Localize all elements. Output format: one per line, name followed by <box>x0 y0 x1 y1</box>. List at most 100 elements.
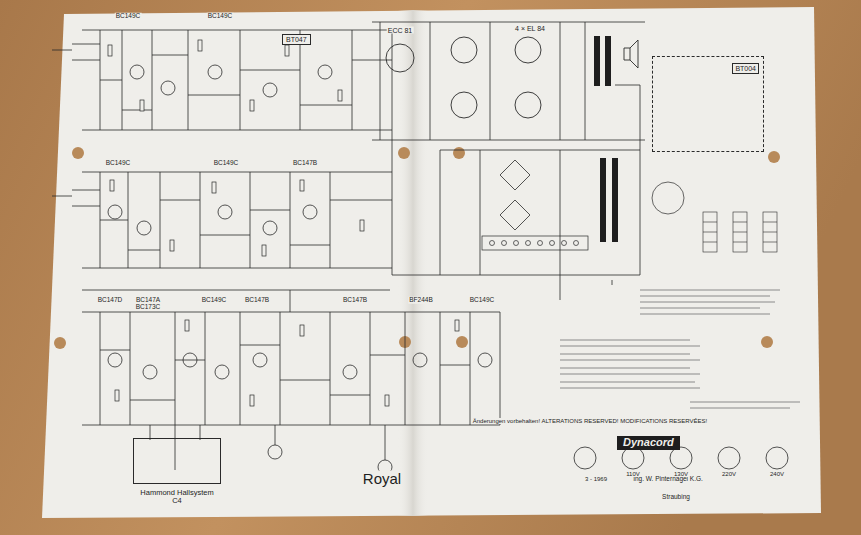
punch-hole <box>761 336 773 348</box>
transistor-symbol <box>253 353 267 367</box>
note-lines <box>640 290 780 314</box>
resistor-symbol <box>385 395 389 406</box>
resistor-symbol <box>198 40 202 51</box>
resistor-symbol <box>170 240 174 251</box>
transistor-symbol <box>183 353 197 367</box>
punch-hole <box>54 337 66 349</box>
terminal-strip <box>514 241 519 246</box>
transistor-symbol <box>130 65 144 79</box>
punch-hole <box>456 336 468 348</box>
resistor-symbol <box>110 180 114 191</box>
part-label: BC149C <box>201 297 228 304</box>
part-label: BC149C <box>213 160 240 167</box>
part-label: BC149C <box>469 297 496 304</box>
transistor-symbol <box>263 221 277 235</box>
punch-hole <box>54 147 780 349</box>
terminal-strip <box>562 241 567 246</box>
tube-symbol <box>515 37 541 63</box>
wire-line <box>72 22 645 470</box>
voltage-selector <box>574 447 596 469</box>
transistor-symbol <box>215 365 229 379</box>
wire-line <box>392 150 640 275</box>
terminal-strip <box>652 182 684 214</box>
bridge-grid <box>703 212 777 252</box>
transistor-symbol <box>108 65 492 379</box>
resistor-symbol <box>455 320 459 331</box>
transistor-symbol <box>343 365 357 379</box>
tube-symbol <box>451 92 477 118</box>
part-label: BF244B <box>408 297 434 304</box>
bridge-grid <box>703 222 777 242</box>
tube-symbol <box>515 92 541 118</box>
resistor-symbol <box>262 245 266 256</box>
voltage-label: 220V <box>721 471 737 477</box>
transistor-symbol <box>143 365 157 379</box>
part-label: BC147D <box>97 297 124 304</box>
part-label: Straubing <box>661 494 691 501</box>
punch-hole <box>398 147 410 159</box>
transistor-symbol <box>318 65 332 79</box>
note-lines <box>560 340 800 408</box>
resistor-symbol <box>185 320 189 331</box>
transistor-symbol <box>303 205 317 219</box>
transformer-symbol <box>600 158 606 242</box>
transistor-symbol <box>108 353 122 367</box>
voltage-selector <box>622 447 644 469</box>
resistor-symbol <box>360 220 364 231</box>
voltage-selector <box>670 447 692 469</box>
transformer-symbol <box>594 36 618 242</box>
resistor-symbol <box>250 100 254 111</box>
transformer-symbol <box>612 158 618 242</box>
voltage-label: 240V <box>769 471 785 477</box>
module-label-box: BT047 <box>282 34 311 45</box>
tube-symbol <box>451 37 477 63</box>
part-label: 3 - 1969 <box>584 476 608 482</box>
tube-symbol <box>386 37 541 118</box>
transformer-symbol <box>605 36 611 86</box>
transistor-symbol <box>137 221 151 235</box>
jack-symbol <box>52 50 72 196</box>
wire-line <box>100 345 470 400</box>
voltage-label: 130V <box>673 471 689 477</box>
speaker-symbol <box>624 40 638 68</box>
terminal-strip <box>482 182 684 250</box>
wire-line <box>100 200 392 250</box>
part-label: BC147B <box>342 297 368 304</box>
node-text: BT004 <box>732 63 759 74</box>
rectifier-bridge <box>500 160 530 230</box>
resistor-symbol <box>140 100 144 111</box>
terminal-strip <box>574 241 579 246</box>
part-label: BC149C <box>105 160 132 167</box>
transistor-symbol <box>263 83 277 97</box>
resistor-symbol <box>250 395 254 406</box>
terminal-strip <box>490 241 495 246</box>
punch-hole <box>768 151 780 163</box>
resistor-symbol <box>300 325 304 336</box>
rectifier-bridge <box>500 160 530 230</box>
resistor-symbol <box>285 45 289 56</box>
part-label: BC149C <box>115 13 142 20</box>
wire-line <box>560 85 640 300</box>
part-label: BC147B <box>244 297 270 304</box>
module-region: BT004 <box>652 56 764 152</box>
part-label: 4 × EL 84 <box>514 25 546 32</box>
transistor-symbol <box>161 81 175 95</box>
wire-line <box>72 30 392 275</box>
resistor-symbol <box>108 40 459 406</box>
node-text: Hammond Hallsystem C4 <box>137 489 217 505</box>
part-label: ECC 81 <box>387 27 414 34</box>
punch-hole <box>72 147 84 159</box>
transistor-symbol <box>208 65 222 79</box>
voltage-selector <box>766 447 788 469</box>
resistor-symbol <box>300 180 304 191</box>
voltage-selector <box>574 447 788 469</box>
part-label: Änderungen vorbehalten! ALTERATIONS RESE… <box>472 418 709 424</box>
resistor-symbol <box>212 182 216 193</box>
jack-symbol <box>52 50 392 474</box>
part-label: BC173C <box>135 303 162 310</box>
jack-symbol <box>268 445 282 459</box>
voltage-label: 110V <box>625 471 641 477</box>
resistor-symbol <box>338 90 342 101</box>
